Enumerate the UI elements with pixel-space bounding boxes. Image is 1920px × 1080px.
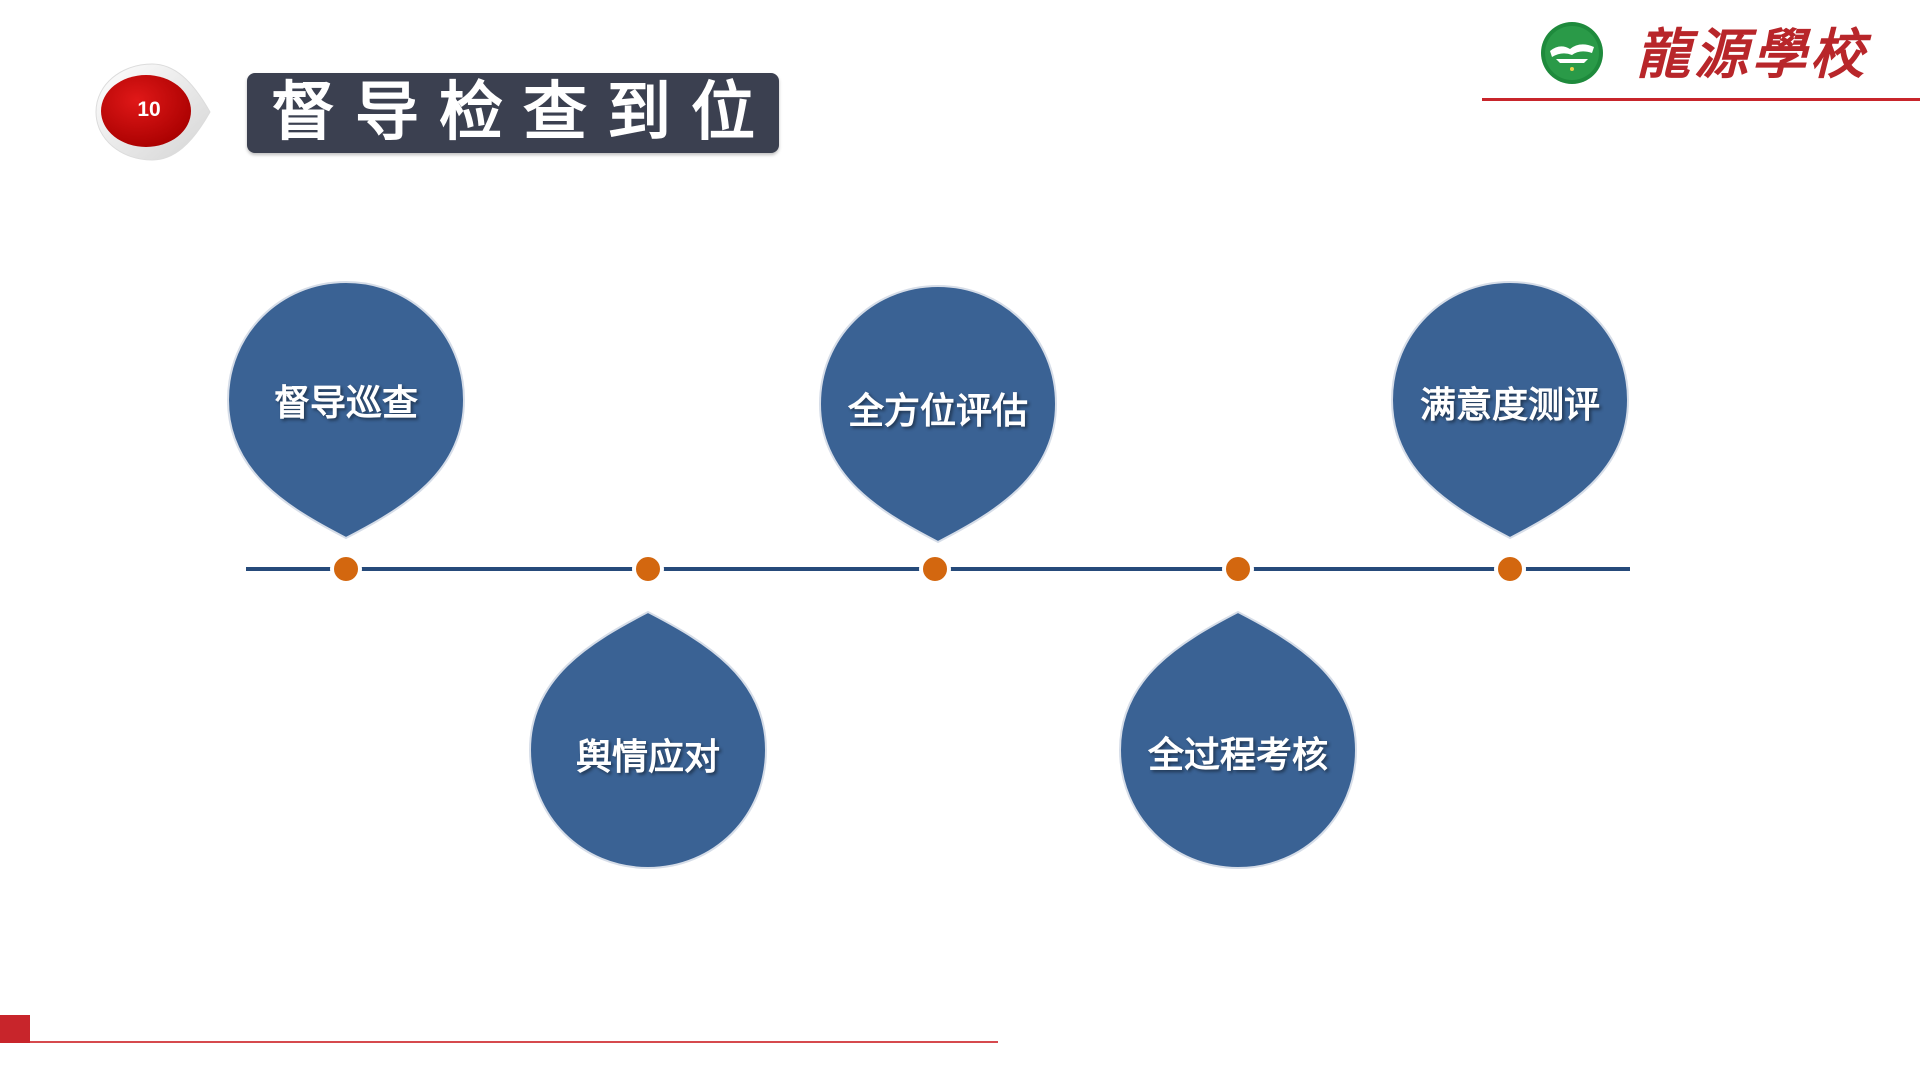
timeline-item-label: 督导巡查 <box>273 383 418 424</box>
drop-shape <box>226 280 466 540</box>
badge-shape <box>95 63 211 161</box>
title-box: 督导检查到位 <box>247 73 779 153</box>
timeline-item-全方位评估: 全方位评估 <box>818 284 1058 546</box>
timeline-item-满意度测评: 满意度测评 <box>1390 280 1630 542</box>
drop-shape <box>528 610 768 870</box>
drop-shape <box>1118 610 1358 870</box>
timeline-item-督导巡查: 督导巡查 <box>226 280 466 542</box>
drop-shape <box>818 284 1058 544</box>
timeline-item-label: 全过程考核 <box>1147 735 1328 776</box>
timeline-dot <box>919 553 951 585</box>
timeline-dot <box>632 553 664 585</box>
timeline-item-label: 舆情应对 <box>575 737 720 778</box>
school-name: 龍源學校 <box>1636 22 1868 86</box>
drop-shape <box>1390 280 1630 540</box>
page-number-badge: 10 <box>88 60 214 164</box>
timeline-item-label: 全方位评估 <box>847 391 1028 432</box>
school-emblem-icon <box>1541 22 1603 84</box>
footer-divider <box>30 1041 998 1043</box>
header-divider <box>1482 98 1920 101</box>
timeline-dot <box>1222 553 1254 585</box>
timeline-item-全过程考核: 全过程考核 <box>1118 608 1358 870</box>
timeline-item-舆情应对: 舆情应对 <box>528 608 768 870</box>
footer-accent-square <box>0 1015 30 1043</box>
timeline-dot <box>1494 553 1526 585</box>
timeline-item-label: 满意度测评 <box>1419 385 1600 426</box>
page-number: 10 <box>137 98 161 121</box>
timeline-dot <box>330 553 362 585</box>
page-title: 督导检查到位 <box>271 76 775 150</box>
school-logo: 龍源學校 <box>1538 18 1878 88</box>
